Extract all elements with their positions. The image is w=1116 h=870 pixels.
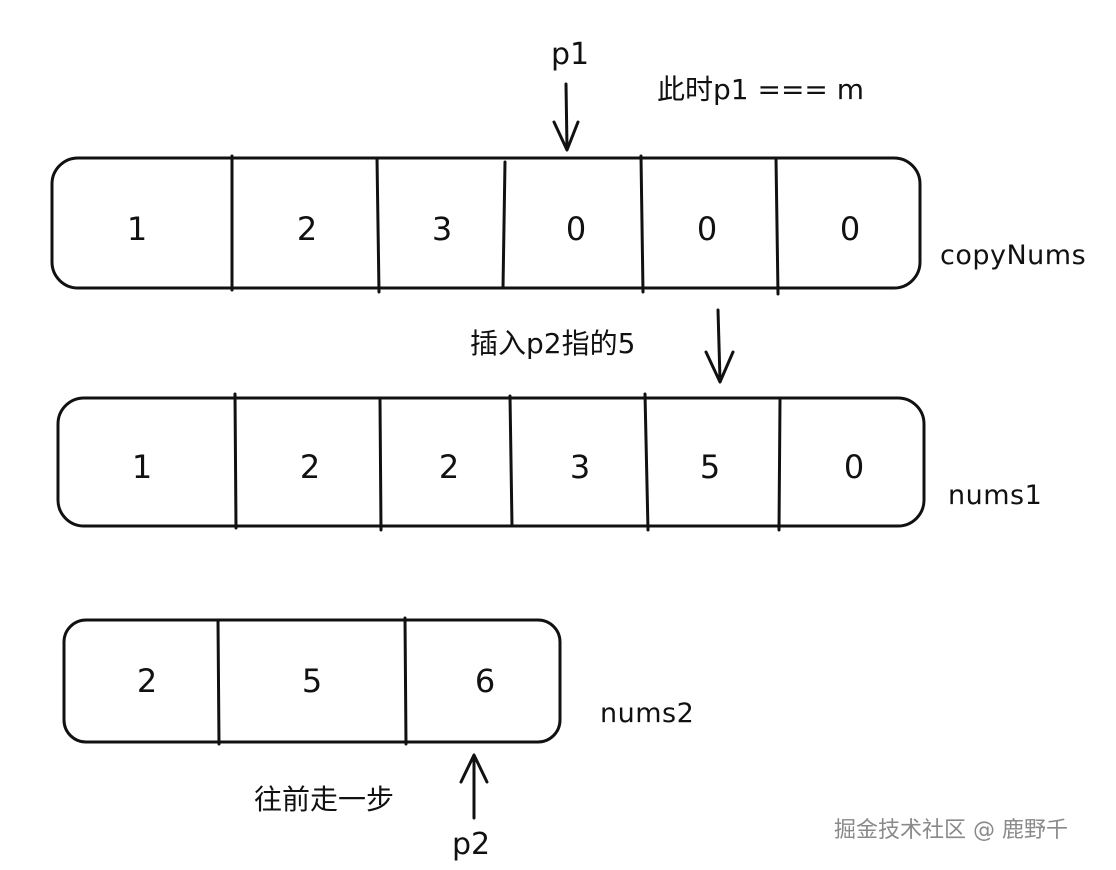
nums1-cell-value-0: 1 <box>132 448 152 486</box>
copynums-array-box <box>50 156 922 290</box>
nums1-cell-value-5: 0 <box>844 448 864 486</box>
copynums-cell-value-1: 2 <box>297 210 317 248</box>
nums1-array-box <box>56 396 926 528</box>
p1-label: p1 <box>551 37 590 72</box>
p1-condition-note: 此时p1 === m <box>657 73 865 106</box>
copynums-values: 1 2 3 0 0 0 <box>127 210 860 248</box>
nums2-values: 2 5 6 <box>137 662 495 700</box>
insert-note: 插入p2指的5 <box>470 327 636 360</box>
nums1-cell-value-4: 5 <box>700 448 720 486</box>
insert-arrow-icon <box>704 308 735 384</box>
nums1-divider <box>777 398 782 532</box>
copynums-divider <box>639 154 645 294</box>
nums2-cell-value-1: 5 <box>302 662 322 700</box>
nums1-divider <box>378 398 383 532</box>
copynums-divider <box>375 156 381 294</box>
nums1-divider <box>233 392 238 530</box>
copynums-cell-value-5: 0 <box>840 210 860 248</box>
copynums-divider <box>501 160 507 290</box>
p1-arrow-icon <box>552 82 580 152</box>
advance-note: 往前走一步 <box>254 783 395 816</box>
nums1-divider <box>508 394 514 528</box>
nums2-divider <box>403 616 408 746</box>
nums2-name: nums2 <box>600 698 695 729</box>
nums1-values: 1 2 2 3 5 0 <box>132 448 864 486</box>
nums2-array-box <box>62 618 562 744</box>
copynums-name: copyNums <box>940 240 1087 271</box>
copynums-cell-value-3: 0 <box>566 210 586 248</box>
watermark-text: 掘金技术社区 @ 鹿野千 <box>834 818 1068 843</box>
p2-label: p2 <box>452 827 491 862</box>
nums1-cell-value-2: 2 <box>439 448 459 486</box>
p2-arrow-icon <box>459 753 489 820</box>
nums1-cell-value-1: 2 <box>300 448 320 486</box>
copynums-cell-value-0: 1 <box>127 210 147 248</box>
nums2-cell-value-0: 2 <box>137 662 157 700</box>
copynums-cell-value-2: 3 <box>432 210 452 248</box>
copynums-divider <box>774 156 780 296</box>
copynums-cell-value-4: 0 <box>697 210 717 248</box>
nums1-cell-value-3: 3 <box>570 448 590 486</box>
nums1-name: nums1 <box>948 480 1043 511</box>
nums1-divider <box>643 392 650 532</box>
nums2-divider <box>216 618 221 746</box>
nums2-cell-value-2: 6 <box>475 662 495 700</box>
